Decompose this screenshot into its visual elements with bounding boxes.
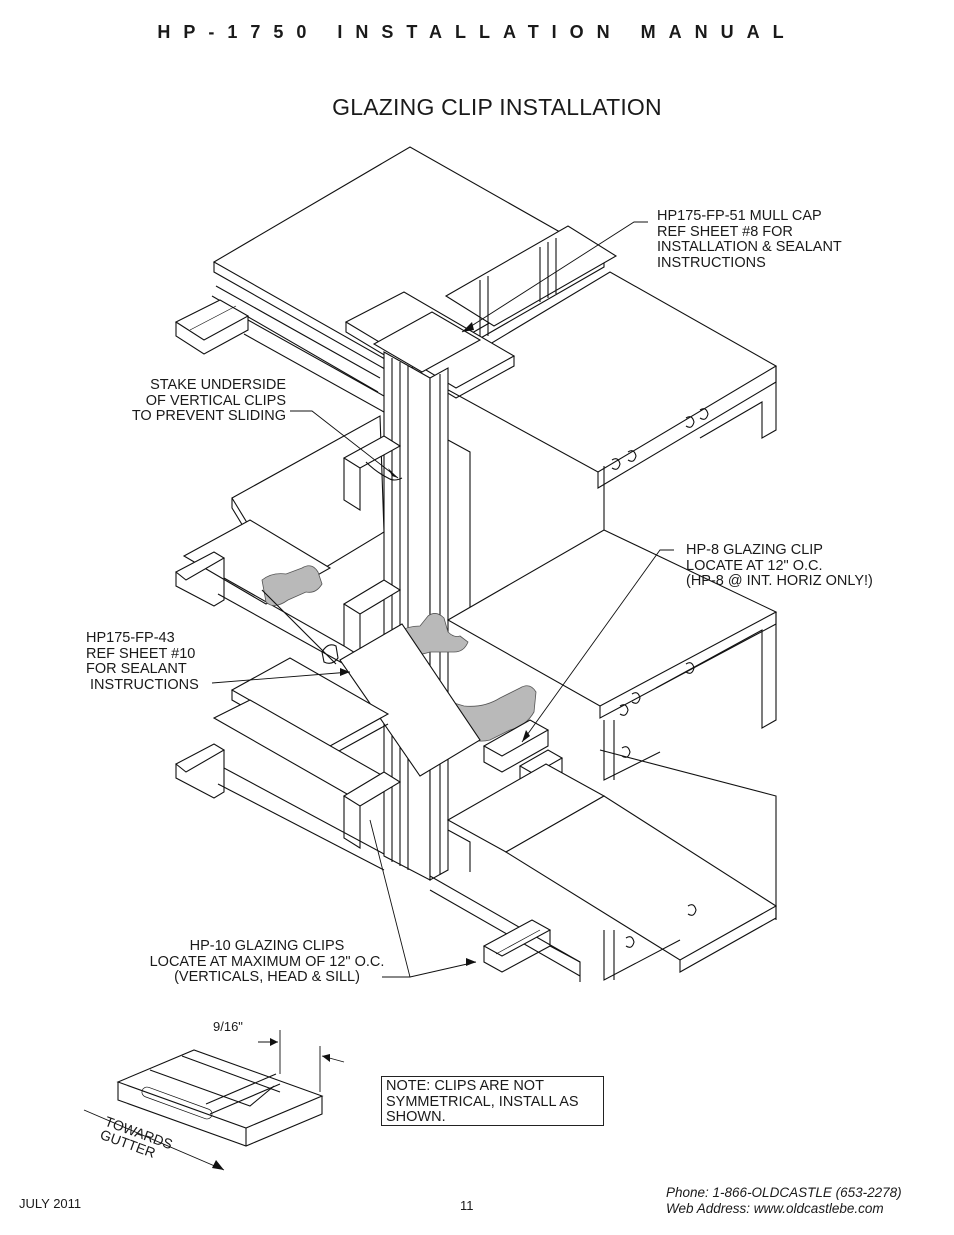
lower-left-clips [175, 743, 402, 871]
top-clip-left [174, 299, 385, 413]
mull-cap-callout: HP175-FP-51 MULL CAP REF SHEET #8 FOR IN… [657, 208, 842, 271]
lower-bottom-clip [482, 919, 581, 982]
lower-horizontal-member [429, 749, 778, 981]
footer-contact: Phone: 1-866-OLDCASTLE (653-2278) Web Ad… [666, 1185, 902, 1216]
callout-leaders [211, 221, 674, 978]
footer-date: JULY 2011 [19, 1196, 82, 1211]
page-number: 11 [460, 1198, 474, 1213]
mull-cap [344, 291, 516, 399]
top-vertical-mullion [444, 225, 618, 340]
hp8-clip-callout: HP-8 GLAZING CLIP LOCATE AT 12" O.C. (HP… [686, 542, 873, 589]
stake-callout: STAKE UNDERSIDE OF VERTICAL CLIPS TO PRE… [131, 377, 286, 424]
clip-detail-drawing [83, 1030, 345, 1171]
manual-header: HP-1750 INSTALLATION MANUAL [157, 22, 797, 42]
top-horizontal-member [428, 271, 778, 530]
dimension-label: 9/16" [213, 1019, 243, 1034]
stake-clip [342, 435, 403, 511]
middle-glass-platform [212, 623, 481, 799]
vertical-clip-lower-left [342, 579, 402, 657]
middle-horizontal-member [446, 529, 778, 781]
hp175-fp43-callout: HP175-FP-43 REF SHEET #10 FOR SEALANT IN… [86, 630, 199, 693]
drawing-title: GLAZING CLIP INSTALLATION [332, 94, 662, 120]
hp10-clip-callout: HP-10 GLAZING CLIPS LOCATE AT MAXIMUM OF… [149, 938, 385, 985]
clip-note-box: NOTE: CLIPS ARE NOT SYMMETRICAL, INSTALL… [381, 1076, 604, 1126]
